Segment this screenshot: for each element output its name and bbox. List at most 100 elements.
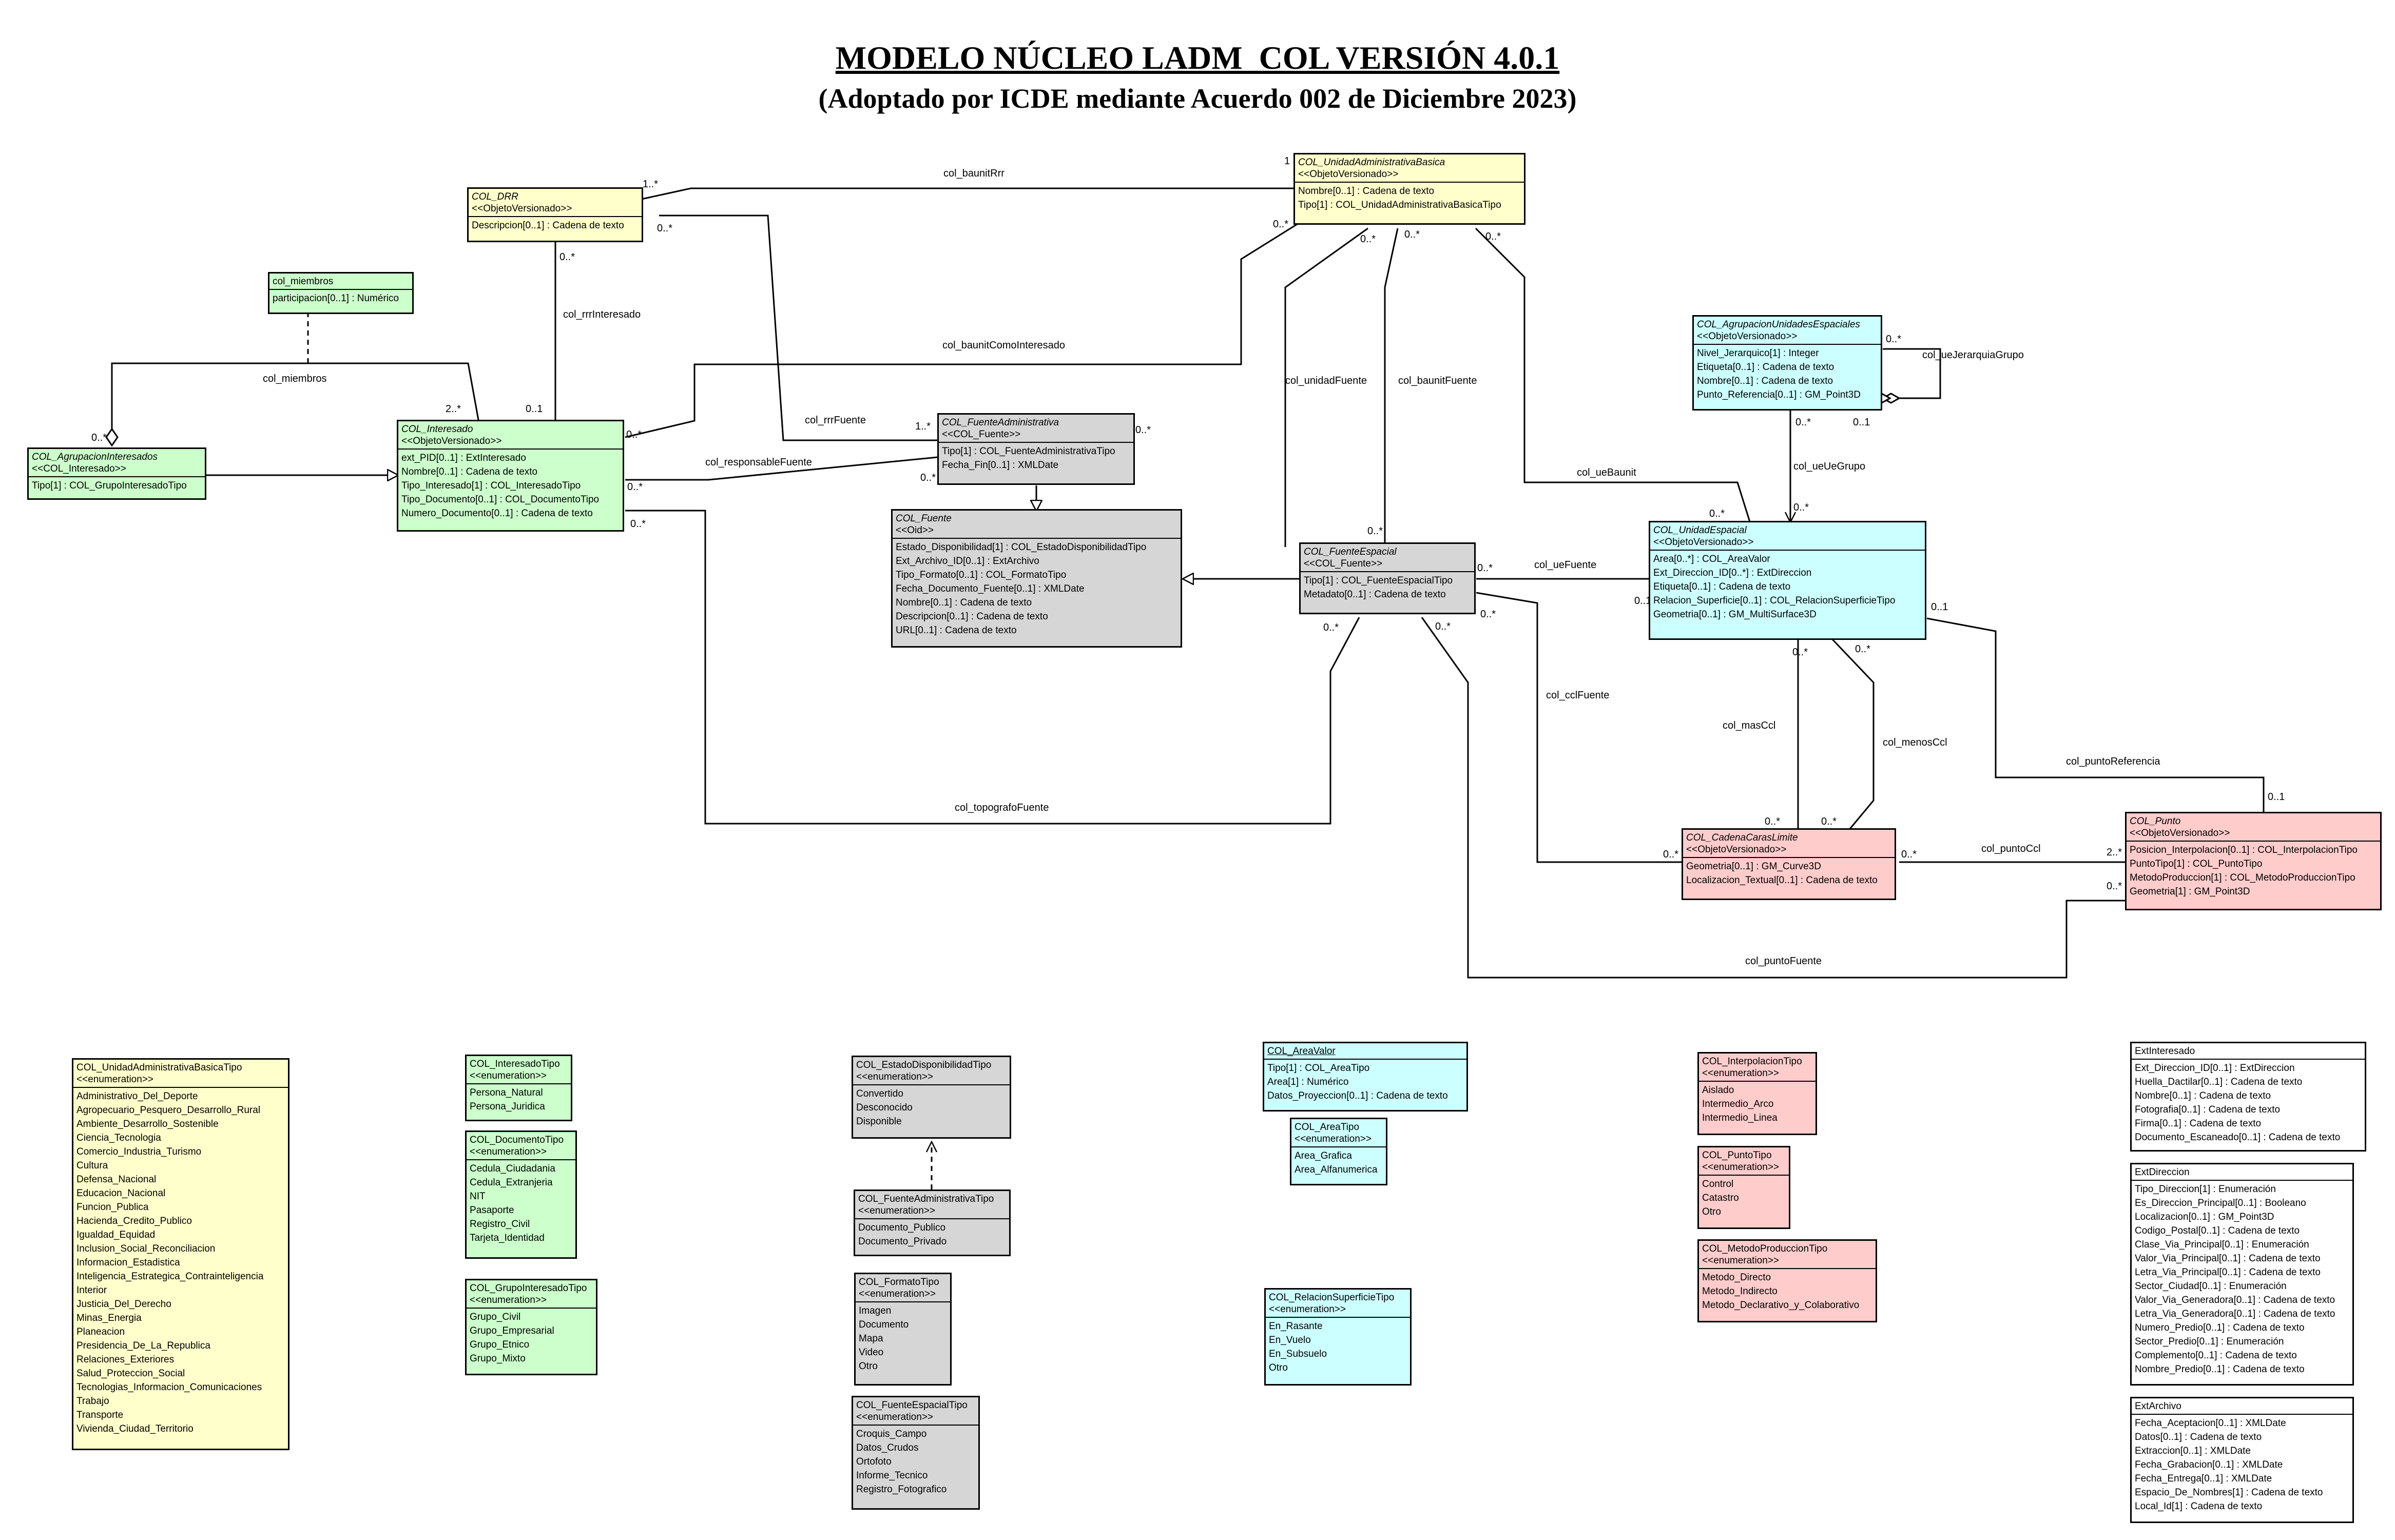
mult-grupo-bottom-right: 0..1 [1853,417,1870,428]
enum-value: Tecnologias_Informacion_Comunicaciones [76,1382,262,1393]
class-name: COL_Interesado [401,424,473,435]
class-stereotype: <<enumeration>> [1295,1134,1372,1144]
edge-ue-jerarquia-grupo [1883,348,1941,399]
enum-value: Disponible [856,1116,902,1127]
enum-value: Area_Grafica [1295,1151,1352,1161]
class-name: COL_DRR [472,191,518,202]
enum-value: Documento [859,1319,909,1330]
mult-agrupacion-miembros: 0..* [91,432,107,443]
enum-col-documento-tipo: COL_DocumentoTipo<<enumeration>> Cedula_… [465,1130,577,1259]
class-stereotype: <<ObjetoVersionado>> [472,203,572,214]
label-col-unidadfuente: col_unidadFuente [1285,375,1367,386]
edge-unidad-fuente [1284,227,1368,547]
attr: Fecha_Entrega[0..1] : XMLDate [2135,1473,2272,1484]
attr: Relacion_Superficie[0..1] : COL_Relacion… [1653,595,1896,606]
mult-fuenteadmin-responsable: 0..* [920,472,936,483]
mult-ccl-cclfuente: 0..* [1663,849,1679,860]
enum-value: Aislado [1702,1085,1734,1096]
attr: Tipo_Direccion[1] : Enumeración [2135,1184,2276,1195]
diagram-title: MODELO NÚCLEO LADM_COL VERSIÓN 4.0.1 [835,40,1560,76]
class-col-agrupacion-unidades-espaciales: COL_AgrupacionUnidadesEspaciales<<Objeto… [1692,315,1882,411]
enum-value: Funcion_Publica [76,1202,149,1213]
enum-value: Datos_Crudos [856,1442,919,1453]
enum-value: Ortofoto [856,1456,892,1467]
diagram-subtitle: (Adoptado por ICDE mediante Acuerdo 002 … [818,83,1577,114]
mult-fuenteespacial-ccl: 0..* [1480,609,1496,620]
edge-punto-referencia [1926,617,2265,815]
class-name: COL_UnidadEspacial [1653,525,1747,536]
enum-value: Persona_Natural [470,1087,543,1098]
class-name: COL_CadenaCarasLimite [1686,832,1798,843]
enum-value: Convertido [856,1088,903,1099]
enum-value: Educacion_Nacional [76,1188,166,1199]
class-stereotype: <<Oid>> [896,525,934,536]
enum-value: Grupo_Empresarial [470,1325,554,1336]
class-name: COL_AgrupacionUnidadesEspaciales [1697,319,1860,330]
attr: Nombre[0..1] : Cadena de texto [401,466,538,477]
attr: Descripcion[0..1] : Cadena de texto [472,220,624,231]
edge-baunit-fuente [1384,228,1399,547]
label-col-uejerarquiagrupo: col_ueJerarquiaGrupo [1922,349,2024,361]
enum-value: Transporte [76,1410,124,1420]
enum-value: Metodo_Indirecto [1702,1286,1778,1297]
enum-value: Metodo_Directo [1702,1272,1771,1283]
enum-col-estado-disponibilidad-tipo: COL_EstadoDisponibilidadTipo<<enumeratio… [852,1056,1011,1139]
attr: Sector_Ciudad[0..1] : Enumeración [2135,1281,2287,1292]
enum-col-fuente-administrativa-tipo: COL_FuenteAdministrativaTipo<<enumeratio… [854,1190,1011,1256]
attr: Localizacion_Textual[0..1] : Cadena de t… [1686,875,1878,886]
enum-value: Otro [1702,1206,1721,1217]
mult-ccl-menosccl: 0..* [1821,816,1837,827]
attr: Punto_Referencia[0..1] : GM_Point3D [1697,389,1861,400]
label-col-responsablefuente: col_responsableFuente [705,457,812,468]
class-col-fuente-espacial: COL_FuenteEspacial<<COL_Fuente>> Tipo[1]… [1299,542,1476,614]
class-stereotype: <<enumeration>> [1702,1162,1780,1173]
enum-value: Minas_Energia [76,1313,142,1323]
enum-value: En_Rasante [1269,1321,1323,1332]
enum-col-grupo-interesado-tipo: COL_GrupoInteresadoTipo<<enumeration>> G… [465,1279,597,1375]
enum-col-interpolacion-tipo: COL_InterpolacionTipo<<enumeration>> Ais… [1697,1052,1817,1135]
class-ext-direccion: ExtDireccion Tipo_Direccion[1] : Enumera… [2130,1163,2354,1386]
class-col-interesado: COL_Interesado<<ObjetoVersionado>> ext_P… [397,420,624,532]
enum-col-interesado-tipo: COL_InteresadoTipo<<enumeration>> Person… [465,1055,572,1121]
mult-punto-ccl: 2..* [2107,847,2122,858]
attr: Espacio_De_Nombres[1] : Cadena de texto [2135,1487,2323,1498]
enum-value: Salud_Proteccion_Social [76,1368,185,1379]
enum-col-metodo-produccion-tipo: COL_MetodoProduccionTipo<<enumeration>> … [1697,1239,1877,1322]
enum-value: Informacion_Estadistica [76,1257,180,1268]
class-name: COL_InteresadoTipo [470,1059,560,1069]
attr: Metadato[0..1] : Cadena de texto [1304,589,1446,600]
enum-value: Documento_Privado [858,1236,947,1247]
enum-col-fuente-espacial-tipo: COL_FuenteEspacialTipo<<enumeration>> Cr… [852,1396,980,1510]
class-name: COL_Punto [2130,816,2181,827]
class-name: COL_AgrupacionInteresados [32,452,158,462]
mult-ue-uebaunit: 0..* [1709,508,1725,519]
label-col-rrrfuente: col_rrrFuente [805,415,866,426]
class-name: COL_EstadoDisponibilidadTipo [856,1060,992,1070]
class-stereotype: <<ObjetoVersionado>> [1653,537,1754,548]
attr: Tipo[1] : COL_AreaTipo [1267,1063,1370,1074]
attr: Sector_Predio[0..1] : Enumeración [2135,1336,2284,1347]
label-col-ueuegrupo: col_ueUeGrupo [1793,461,1866,472]
attr: Geometria[0..1] : GM_MultiSurface3D [1653,609,1817,620]
edge-rrr-fuente [659,215,942,441]
enum-value: Grupo_Civil [470,1312,521,1322]
label-col-baunitcomointeresado: col_baunitComoInteresado [942,340,1066,351]
attr: Geometria[1] : GM_Point3D [2130,886,2250,897]
attr: Etiqueta[0..1] : Cadena de texto [1697,362,1834,373]
label-col-masccl: col_masCcl [1723,720,1776,731]
mult-baunit-ue: 0..* [1485,231,1501,242]
attr: Area[1] : Numérico [1267,1077,1349,1087]
mult-drr-interesado: 0..* [559,251,575,263]
class-stereotype: <<ObjetoVersionado>> [2130,828,2230,839]
attr: Tipo[1] : COL_GrupoInteresadoTipo [32,480,187,491]
enum-value: Video [859,1347,884,1358]
label-col-uefuente: col_ueFuente [1534,559,1597,571]
enum-value: Relaciones_Exteriores [76,1354,175,1365]
enum-value: Grupo_Etnico [470,1339,530,1350]
attr: Valor_Via_Generadora[0..1] : Cadena de t… [2135,1295,2335,1305]
mult-interesado-responsable: 0..* [627,481,643,493]
edge-ue-baunit [1475,227,1751,524]
enum-value: Documento_Publico [858,1222,946,1233]
attr: Nombre[0..1] : Cadena de texto [1697,376,1833,386]
